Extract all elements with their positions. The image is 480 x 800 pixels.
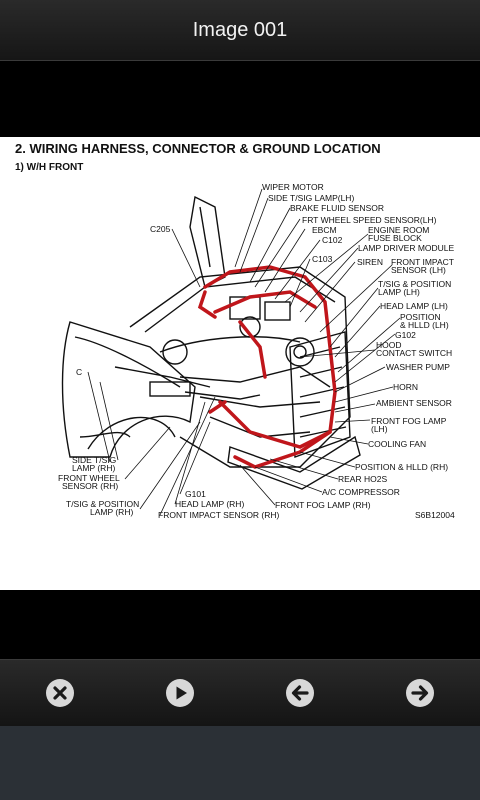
- svg-text:POSITION: POSITION: [400, 312, 441, 322]
- svg-text:SIREN: SIREN: [357, 257, 383, 267]
- svg-text:FRT WHEEL SPEED SENSOR(LH): FRT WHEEL SPEED SENSOR(LH): [302, 215, 437, 225]
- wiring-diagram-image[interactable]: 2. WIRING HARNESS, CONNECTOR & GROUND LO…: [0, 137, 480, 590]
- svg-text:T/SIG & POSITION: T/SIG & POSITION: [378, 279, 451, 289]
- svg-text:COOLING FAN: COOLING FAN: [368, 439, 426, 449]
- svg-text:T/SIG & POSITION: T/SIG & POSITION: [66, 499, 139, 509]
- page-title: Image 001: [192, 18, 288, 41]
- svg-text:A/C COMPRESSOR: A/C COMPRESSOR: [322, 487, 400, 497]
- svg-text:LAMP DRIVER MODULE: LAMP DRIVER MODULE: [358, 243, 455, 253]
- svg-text:SIDE T/SIG: SIDE T/SIG: [72, 455, 116, 465]
- svg-text:FRONT IMPACT SENSOR (RH): FRONT IMPACT SENSOR (RH): [158, 510, 280, 520]
- svg-text:HEAD LAMP (LH): HEAD LAMP (LH): [380, 301, 448, 311]
- bottom-panel: [0, 726, 480, 800]
- svg-text:SENSOR (RH): SENSOR (RH): [62, 481, 118, 491]
- arrow-left-icon: [286, 679, 314, 707]
- svg-text:SIDE T/SIG LAMP(LH): SIDE T/SIG LAMP(LH): [268, 193, 354, 203]
- svg-text:& HLLD (LH): & HLLD (LH): [400, 320, 449, 330]
- next-button[interactable]: [390, 663, 450, 723]
- svg-text:WASHER PUMP: WASHER PUMP: [386, 362, 450, 372]
- svg-text:FRONT FOG LAMP (RH): FRONT FOG LAMP (RH): [275, 500, 371, 510]
- svg-text:SENSOR (LH): SENSOR (LH): [391, 265, 446, 275]
- svg-text:FRONT IMPACT: FRONT IMPACT: [391, 257, 454, 267]
- svg-text:ENGINE ROOM: ENGINE ROOM: [368, 225, 429, 235]
- image-viewer[interactable]: 2. WIRING HARNESS, CONNECTOR & GROUND LO…: [0, 61, 480, 659]
- diagram-subheading: 1) W/H FRONT: [15, 162, 83, 173]
- svg-text:WIPER MOTOR: WIPER MOTOR: [262, 182, 324, 192]
- svg-text:G102: G102: [395, 330, 416, 340]
- svg-text:HEAD LAMP (RH): HEAD LAMP (RH): [175, 499, 244, 509]
- svg-text:EBCM: EBCM: [312, 225, 337, 235]
- svg-text:LAMP (LH): LAMP (LH): [378, 287, 420, 297]
- svg-text:HOOD: HOOD: [376, 340, 402, 350]
- car-body-drawing: [61, 195, 361, 490]
- svg-text:LAMP (RH): LAMP (RH): [72, 463, 115, 473]
- svg-text:POSITION & HLLD (RH): POSITION & HLLD (RH): [355, 462, 448, 472]
- close-icon: [46, 679, 74, 707]
- svg-text:C103: C103: [312, 254, 333, 264]
- svg-text:FUSE BLOCK: FUSE BLOCK: [368, 233, 422, 243]
- title-bar: Image 001: [0, 0, 480, 61]
- svg-text:REAR HO2S: REAR HO2S: [338, 474, 387, 484]
- leader-lines: [234, 188, 401, 506]
- svg-text:BRAKE FLUID SENSOR: BRAKE FLUID SENSOR: [290, 203, 384, 213]
- play-icon: [166, 679, 194, 707]
- close-button[interactable]: [30, 663, 90, 723]
- bottom-toolbar: [0, 659, 480, 726]
- previous-button[interactable]: [270, 663, 330, 723]
- svg-text:CONTACT SWITCH: CONTACT SWITCH: [376, 348, 452, 358]
- svg-text:LAMP (RH): LAMP (RH): [90, 507, 133, 517]
- svg-text:FRONT WHEEL: FRONT WHEEL: [58, 473, 120, 483]
- play-button[interactable]: [150, 663, 210, 723]
- svg-text:C102: C102: [322, 235, 343, 245]
- harness-lines: [197, 265, 337, 469]
- arrow-right-icon: [406, 679, 434, 707]
- svg-text:G101: G101: [185, 489, 206, 499]
- diagram-code: S6B12004: [415, 510, 455, 520]
- svg-text:AMBIENT SENSOR: AMBIENT SENSOR: [376, 398, 452, 408]
- svg-text:C: C: [76, 367, 82, 377]
- diagram-heading: 2. WIRING HARNESS, CONNECTOR & GROUND LO…: [15, 141, 381, 156]
- svg-text:FRONT FOG LAMP: FRONT FOG LAMP: [371, 416, 447, 426]
- svg-text:C205: C205: [150, 224, 171, 234]
- svg-text:HORN: HORN: [393, 382, 418, 392]
- svg-text:(LH): (LH): [371, 424, 388, 434]
